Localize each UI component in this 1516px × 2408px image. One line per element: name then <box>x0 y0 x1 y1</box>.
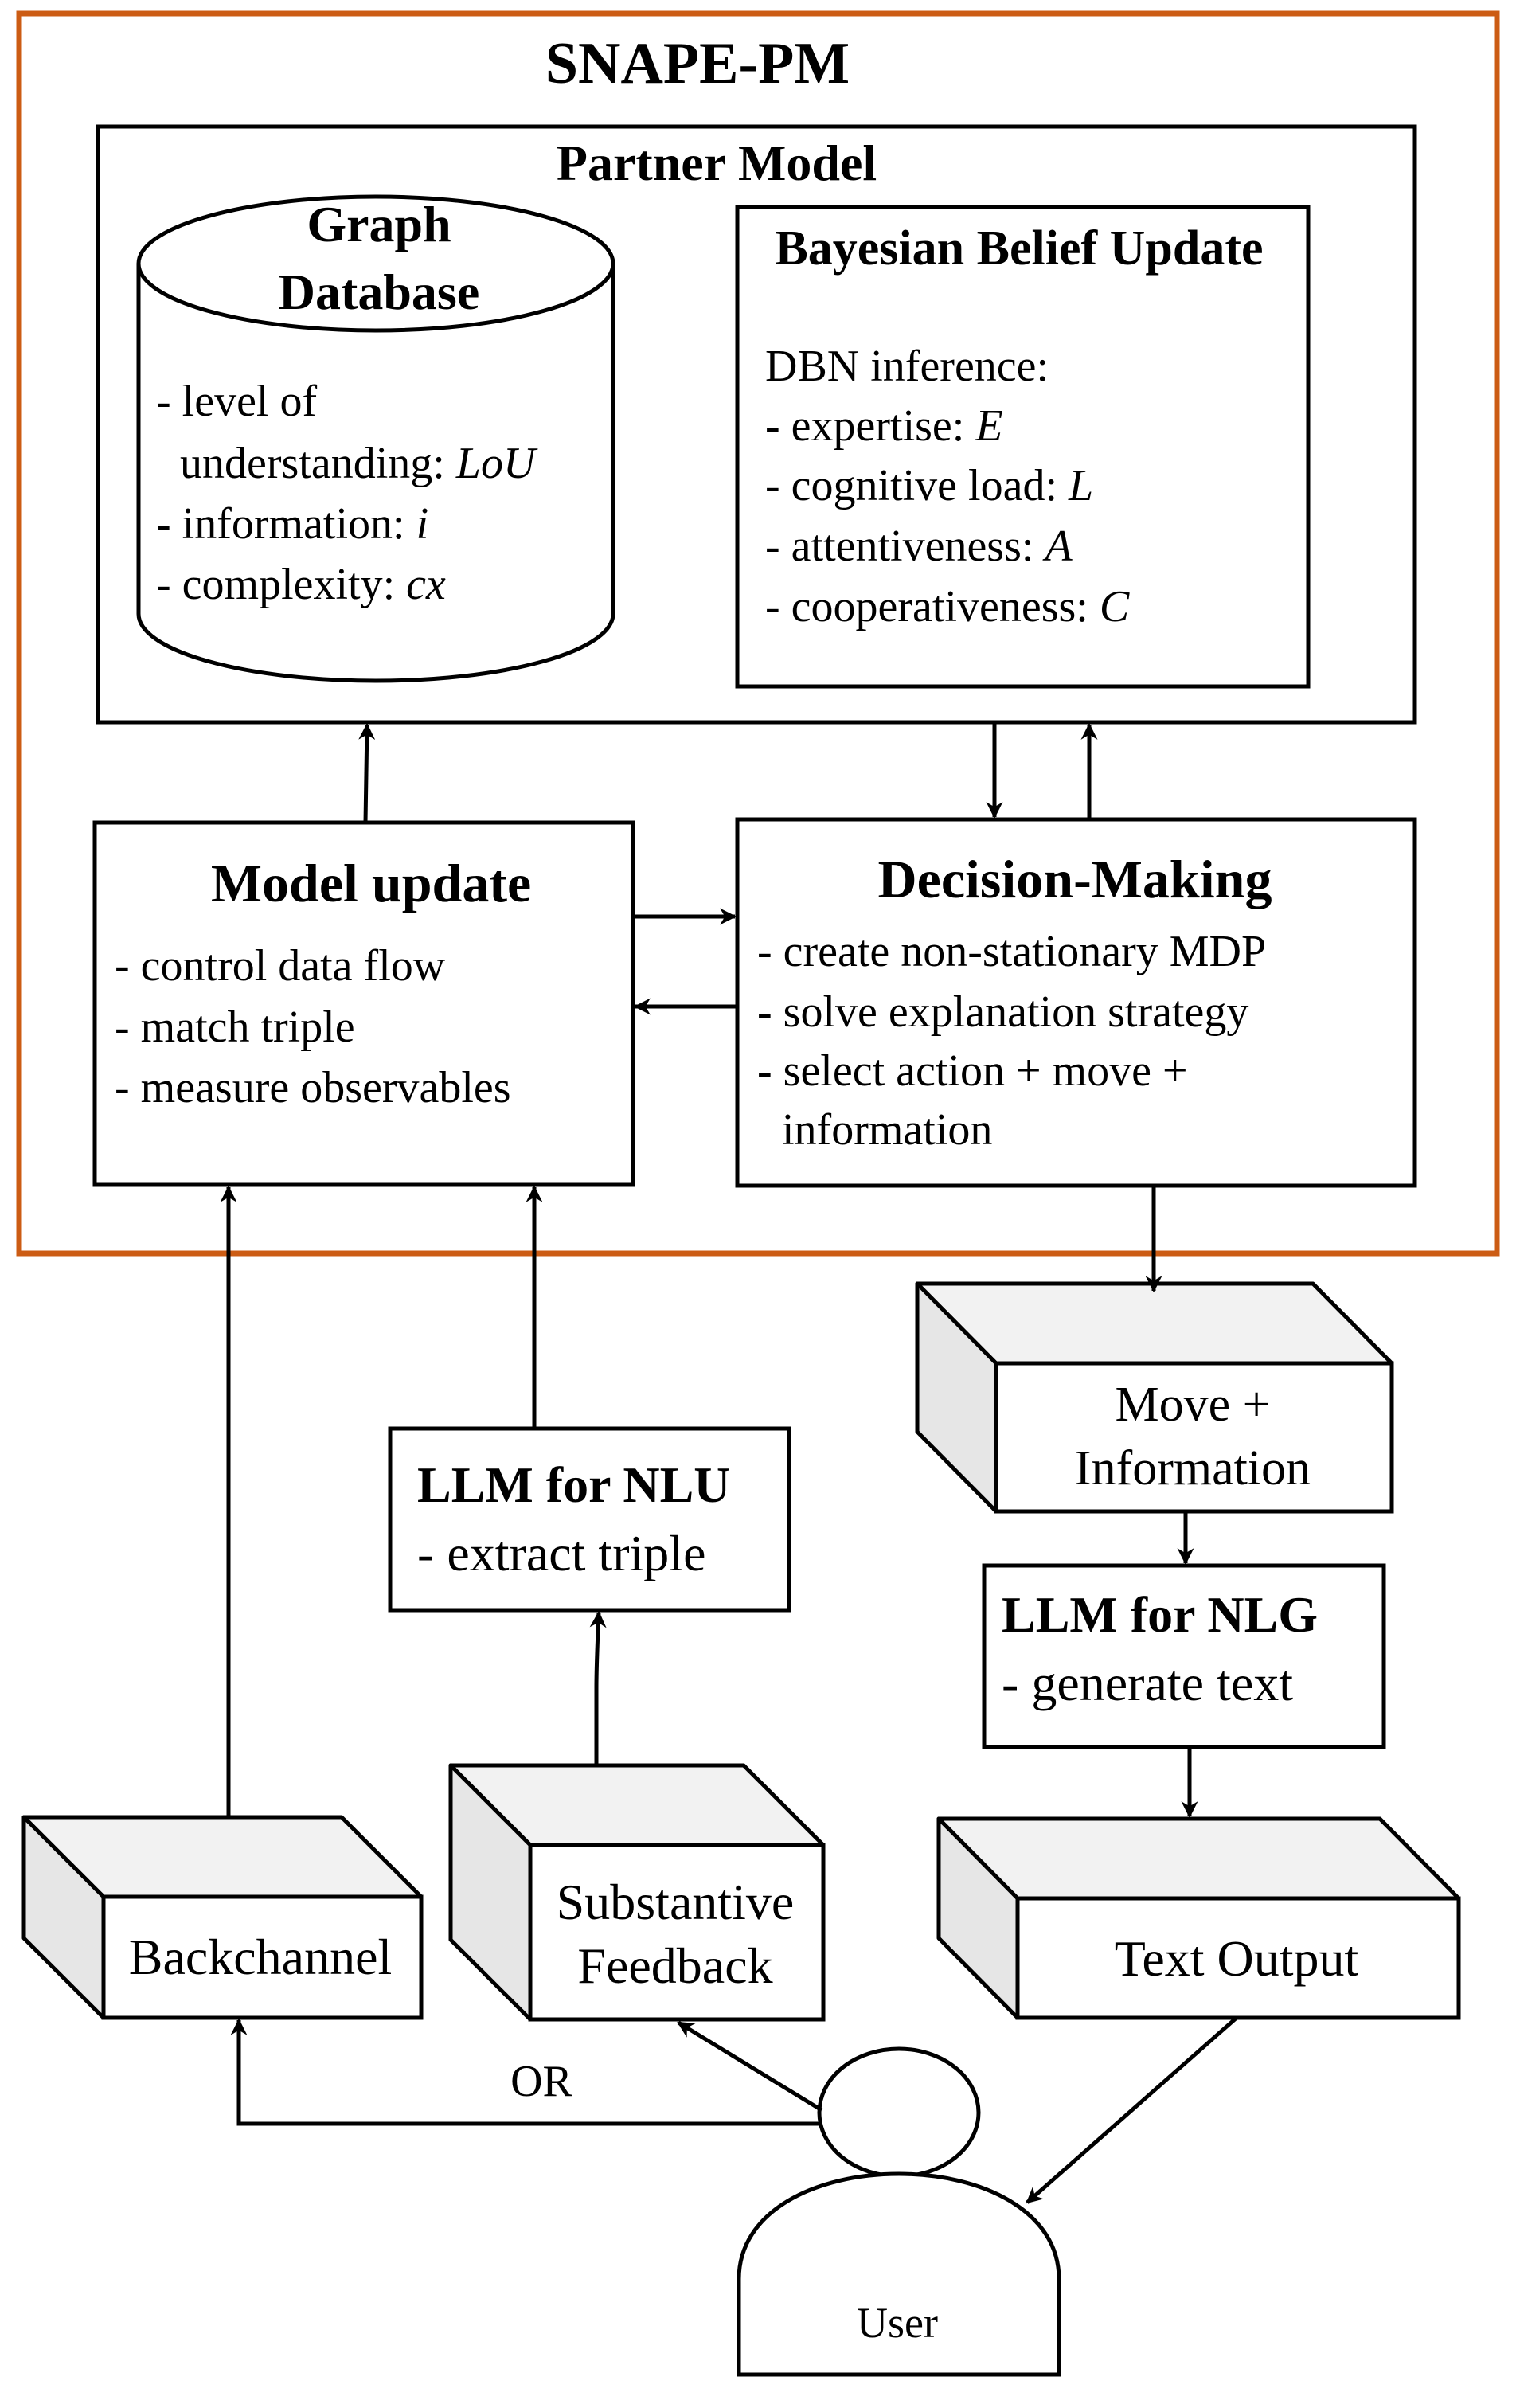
decision-making-title: Decision-Making <box>878 849 1272 909</box>
bayesian-title: Bayesian Belief Update <box>775 221 1263 276</box>
bayesian-item-cognitive-load: - cognitive load: L <box>765 461 1093 510</box>
llm-nlu-item: - extract triple <box>417 1525 705 1581</box>
substantive-feedback-line2: Feedback <box>577 1937 772 1994</box>
model-update-title: Model update <box>211 853 531 913</box>
move-information-box: Move + Information <box>915 1281 1394 1514</box>
llm-nlg-box: LLM for NLG - generate text <box>982 1563 1386 1749</box>
connector-arrows <box>220 722 1238 2204</box>
backchannel-label: Backchannel <box>129 1929 393 1985</box>
gdb-item-complexity: - complexity: cx <box>156 560 446 609</box>
arrow-user-to-backchannel <box>230 2018 822 2126</box>
decision-item-3: - select action + move + <box>757 1046 1188 1096</box>
substantive-feedback-box: Substantive Feedback <box>448 1763 826 2022</box>
move-information-line1: Move + <box>1115 1378 1270 1432</box>
llm-nlg-title: LLM for NLG <box>1002 1586 1318 1643</box>
model-update-item-2: - match triple <box>115 1003 355 1052</box>
backchannel-box: Backchannel <box>21 1815 424 2020</box>
gdb-item-level-of: - level of <box>156 377 317 426</box>
partner-model-title: Partner Model <box>557 135 877 191</box>
arrow-textoutput-to-user <box>1026 2016 1238 2204</box>
graph-database-title-2: Database <box>279 264 479 320</box>
text-output-label: Text Output <box>1115 1930 1359 1987</box>
or-label: OR <box>510 2057 572 2106</box>
bayesian-item-expertise: - expertise: E <box>765 401 1003 451</box>
user-head <box>817 2046 981 2179</box>
decision-item-2: - solve explanation strategy <box>757 987 1248 1037</box>
gdb-item-information: - information: i <box>156 499 428 549</box>
model-update-box: Model update - control data flow - match… <box>92 820 635 1187</box>
snape-pm-frame <box>16 10 1500 1257</box>
arrow-user-to-substantive <box>677 2020 823 2113</box>
llm-nlg-item: - generate text <box>1002 1655 1293 1711</box>
llm-nlu-title: LLM for NLU <box>417 1456 730 1513</box>
model-update-item-3: - measure observables <box>115 1063 511 1112</box>
decision-item-1: - create non-stationary MDP <box>757 927 1266 976</box>
arrow-substantive-to-nlu <box>589 1610 607 1765</box>
graph-database-cylinder: Graph Database - level of understanding:… <box>136 194 615 683</box>
substantive-feedback-line1: Substantive <box>557 1874 795 1930</box>
move-information-line2: Information <box>1075 1441 1311 1495</box>
model-update-item-1: - control data flow <box>115 941 446 991</box>
bayesian-item-attentiveness: - attentiveness: A <box>765 522 1073 571</box>
graph-database-title-1: Graph <box>307 196 451 252</box>
llm-nlu-box: LLM for NLU - extract triple <box>388 1426 791 1612</box>
user-figure: User <box>737 2046 1061 2377</box>
decision-making-box: Decision-Making - create non-stationary … <box>735 817 1417 1188</box>
user-body <box>737 2172 1061 2377</box>
bayesian-item-cooperativeness: - cooperativeness: C <box>765 582 1130 631</box>
bayesian-belief-update-box: Bayesian Belief Update DBN inference: - … <box>735 205 1311 689</box>
decision-item-3-cont: information <box>782 1105 992 1155</box>
arrow-modelupdate-to-graphdb <box>358 722 376 823</box>
frame-title: SNAPE-PM <box>545 31 850 96</box>
user-label: User <box>857 2299 938 2347</box>
bayesian-intro: DBN inference: <box>765 342 1049 391</box>
text-output-box: Text Output <box>936 1816 1461 2020</box>
gdb-item-understanding: understanding: LoU <box>180 439 538 488</box>
